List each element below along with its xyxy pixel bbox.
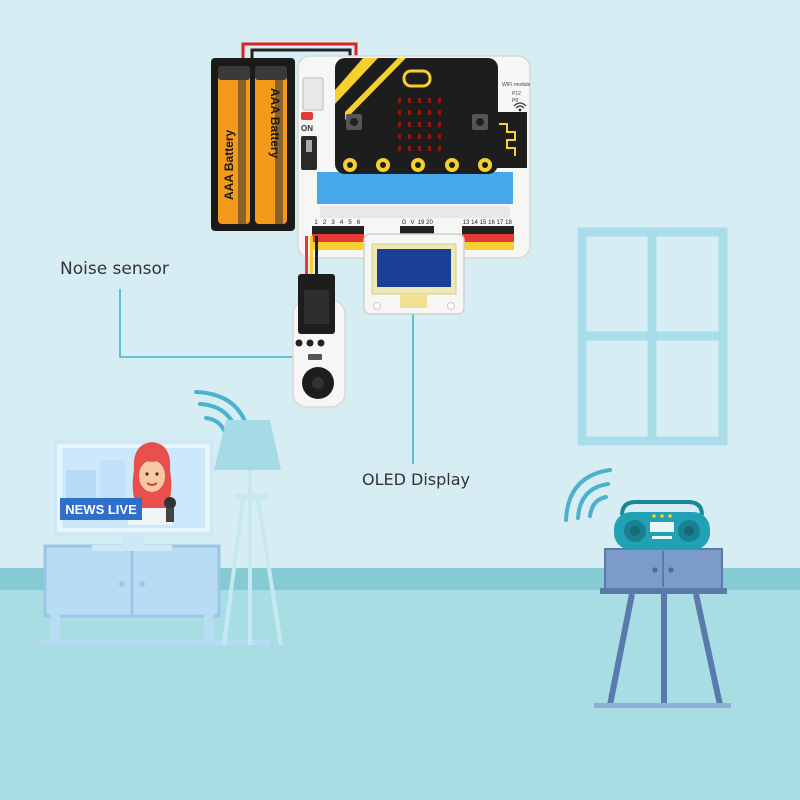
red-wire xyxy=(241,42,358,60)
module-label: WIFI module xyxy=(502,82,531,88)
microbit xyxy=(335,58,498,174)
noise-sensor-leader xyxy=(119,289,300,358)
sensor-cable xyxy=(305,236,318,276)
pin-strip-mid xyxy=(400,226,434,234)
noise-sensor-label: Noise sensor xyxy=(60,259,169,279)
pin-number: 6 xyxy=(357,220,361,226)
boombox xyxy=(614,500,710,550)
pin-number: 17 xyxy=(497,220,504,226)
on-label: ON xyxy=(301,124,313,133)
oled-display-label: OLED Display xyxy=(362,470,470,489)
pin-number: 16 xyxy=(488,220,495,226)
side-table xyxy=(594,548,731,708)
oled-display xyxy=(363,233,465,315)
floor xyxy=(0,590,800,800)
pin-label-a: P12 xyxy=(512,91,521,97)
pin-number: 15 xyxy=(480,220,487,226)
pin-number: 19 xyxy=(418,220,425,226)
pin-number: 1 xyxy=(314,220,318,226)
boombox-sound-waves xyxy=(564,468,612,522)
window xyxy=(577,227,728,446)
pin-number: 14 xyxy=(471,220,478,226)
noise-sensor-module xyxy=(292,274,346,408)
floor-lamp xyxy=(214,420,283,646)
pin-number: 4 xyxy=(340,220,344,226)
pin-label-b: P8 xyxy=(512,98,518,104)
pin-strip-right xyxy=(462,226,514,250)
wifi-icon xyxy=(513,102,527,112)
pin-number: 13 xyxy=(463,220,470,226)
pin-number: 20 xyxy=(426,220,433,226)
battery-label-2: AAA Battery xyxy=(268,88,282,159)
tv-cabinet xyxy=(40,544,270,645)
pin-number: G xyxy=(402,220,407,226)
battery-holder xyxy=(211,58,295,231)
pin-number: 3 xyxy=(331,220,335,226)
news-banner-text: NEWS LIVE xyxy=(65,502,137,517)
pin-strip-left xyxy=(312,226,364,250)
pin-number: 18 xyxy=(505,220,512,226)
black-wire xyxy=(250,48,352,60)
tv xyxy=(53,440,214,551)
pin-number: V xyxy=(410,220,414,226)
news-banner xyxy=(60,498,142,520)
pin-number: 2 xyxy=(323,220,327,226)
pin-number: 5 xyxy=(348,220,352,226)
battery-label-1: AAA Battery xyxy=(222,129,236,200)
